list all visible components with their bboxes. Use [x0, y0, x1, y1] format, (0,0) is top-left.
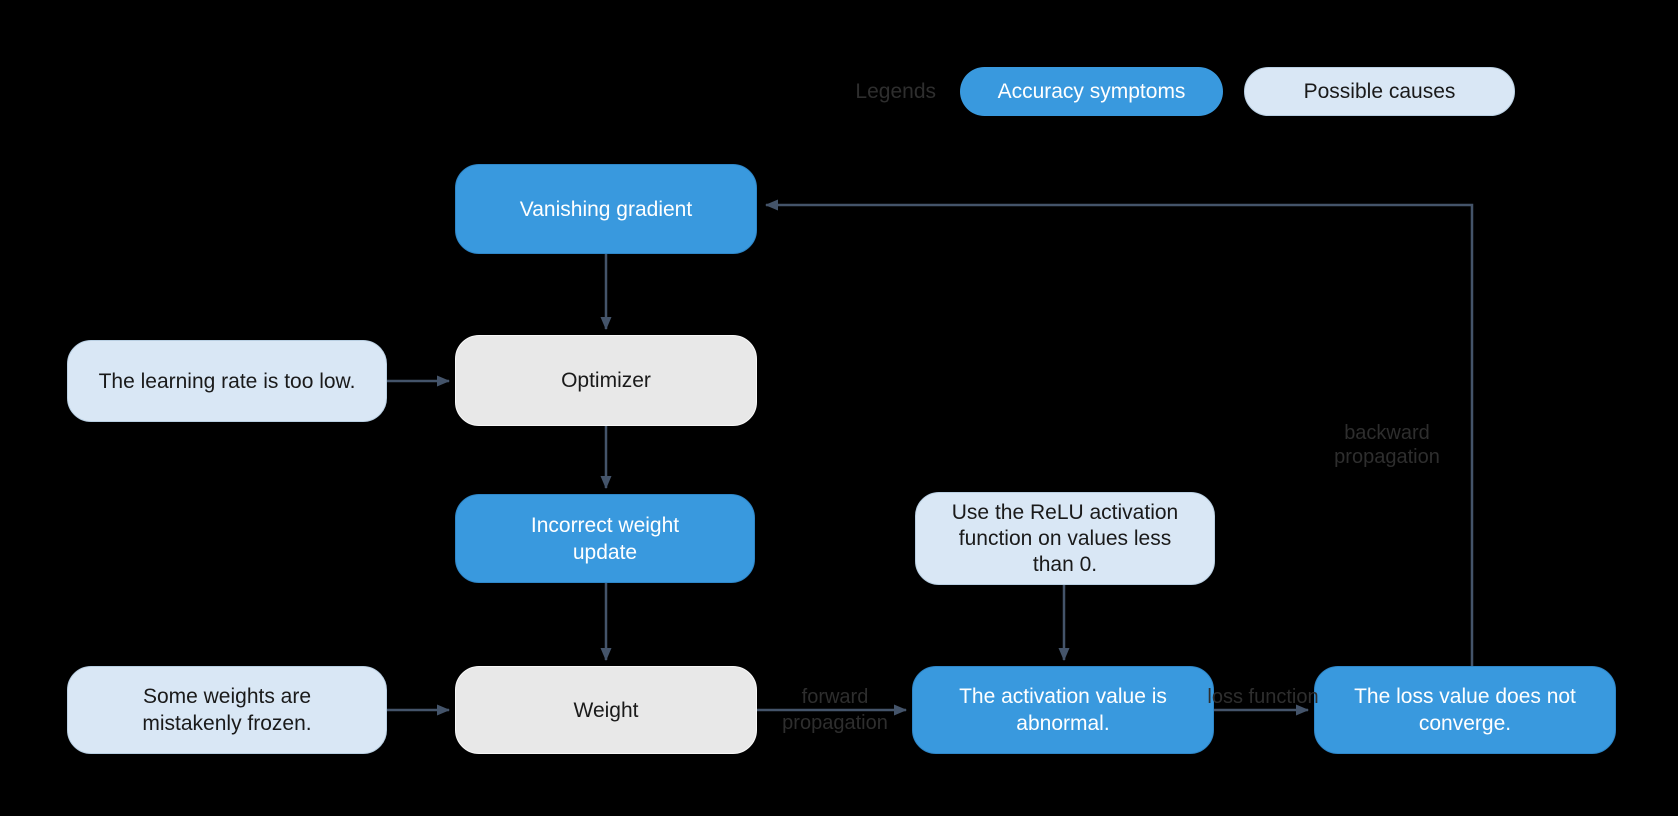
node-vanishing-gradient: Vanishing gradient: [455, 164, 757, 254]
node-label: Some weights are mistakenly frozen.: [142, 685, 312, 735]
legend-title: Legends: [855, 80, 936, 103]
node-weight: Weight: [455, 666, 757, 754]
node-relu-hint: Use the ReLU activation function on valu…: [915, 492, 1215, 585]
node-incorrect-weight-update: Incorrect weight update: [455, 494, 755, 583]
node-learning-rate-too-low: The learning rate is too low.: [67, 340, 387, 422]
legend-item-accuracy-symptoms: Accuracy symptoms: [960, 67, 1223, 116]
legend-item-possible-causes: Possible causes: [1244, 67, 1515, 116]
edge-label-backward-propagation: backward propagation: [1334, 422, 1440, 468]
node-label: The loss value does not converge.: [1354, 685, 1576, 735]
node-optimizer: Optimizer: [455, 335, 757, 426]
node-label: The activation value is abnormal.: [959, 685, 1167, 735]
node-label: Vanishing gradient: [519, 197, 693, 221]
node-frozen-weights: Some weights are mistakenly frozen.: [67, 666, 387, 754]
node-label: Incorrect weight update: [530, 513, 680, 564]
node-label: Weight: [573, 698, 639, 722]
legend-item-label: Possible causes: [1303, 79, 1456, 103]
legend-item-label: Accuracy symptoms: [997, 79, 1186, 103]
node-activation-abnormal: The activation value is abnormal.: [912, 666, 1214, 754]
node-label: Optimizer: [561, 369, 651, 392]
edge-label-forward-propagation: forward propagation: [782, 686, 888, 734]
node-loss-not-converge: The loss value does not converge.: [1314, 666, 1616, 754]
node-label: The learning rate is too low.: [98, 369, 356, 393]
edge-label-loss-function: loss function: [1207, 686, 1319, 708]
node-label: Use the ReLU activation function on valu…: [951, 500, 1179, 576]
